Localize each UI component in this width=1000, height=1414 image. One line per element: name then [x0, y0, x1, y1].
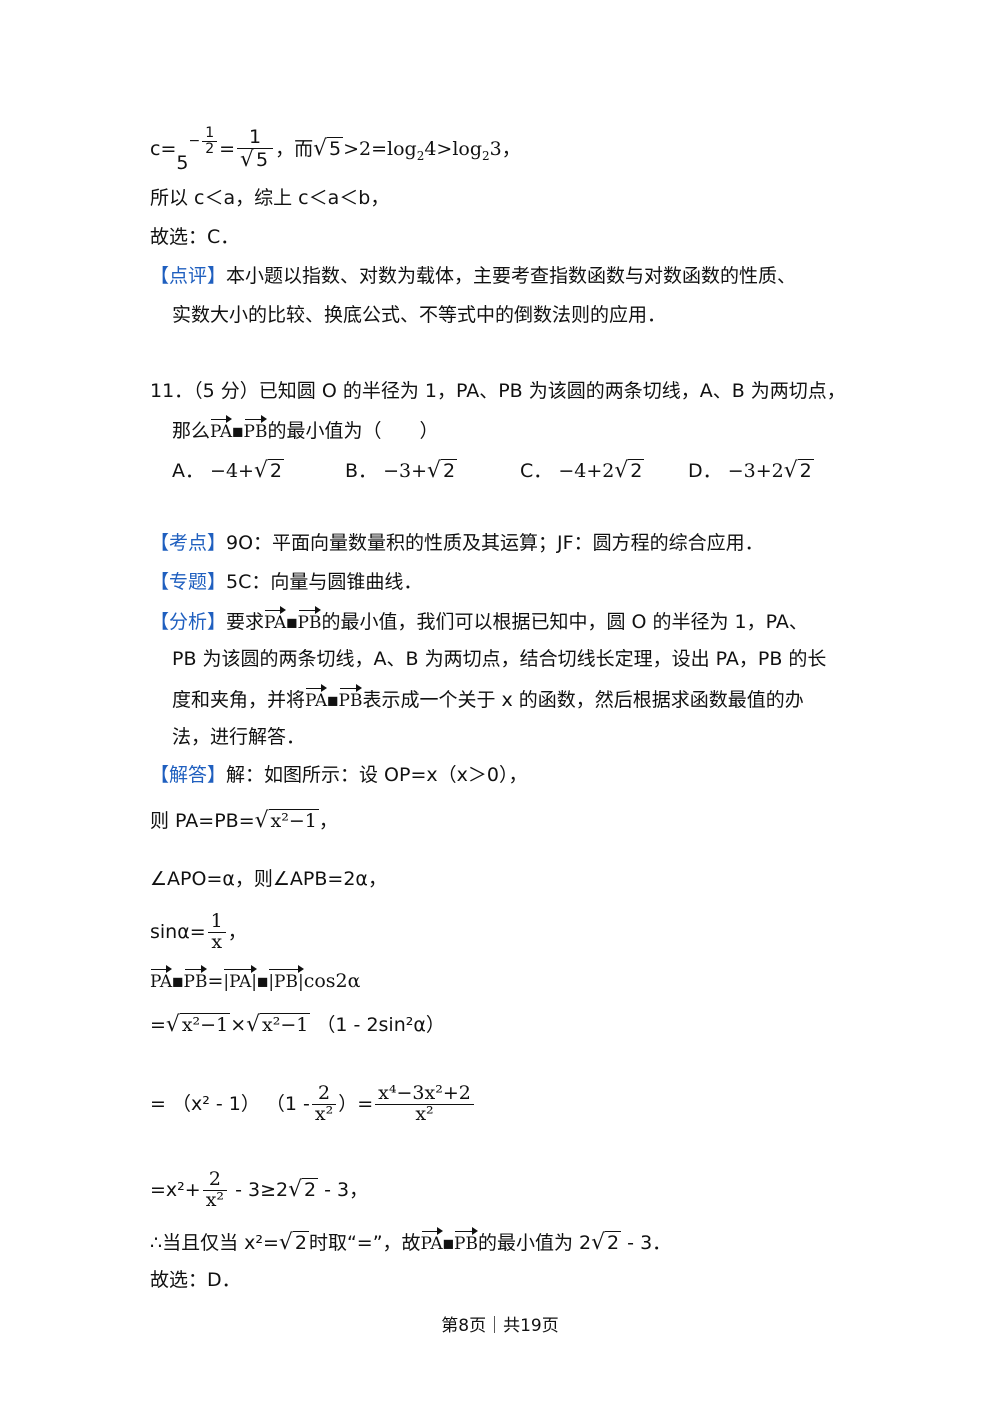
prev-line3: 故选：C．	[150, 226, 240, 248]
kaodian-line: 【考点】9O：平面向量数量积的性质及其运算；JF：圆方程的综合应用．	[150, 532, 764, 554]
option-b[interactable]: B． −3+√2	[345, 458, 458, 483]
zhuanti-tag: 【专题】	[150, 571, 227, 593]
vector-pa: PA	[421, 1226, 443, 1254]
vector-pa: PA	[210, 414, 233, 442]
vector-pb: PB	[339, 683, 362, 711]
abs-vector-pb: |PB|	[268, 964, 305, 992]
fenxi-line1: 【分析】要求PA■PB的最小值，我们可以根据已知中，圆 O 的半径为 1，PA、	[150, 605, 808, 633]
prev-line2: 所以 c＜a，综上 c＜a＜b，	[150, 187, 390, 209]
q11-stem-line1: 11．（5 分）已知圆 O 的半径为 1，PA、PB 为该圆的两条切线，A、B …	[150, 380, 846, 402]
option-c[interactable]: C． −4+2√2	[520, 458, 645, 483]
fenxi-tag: 【分析】	[150, 611, 227, 633]
jieda-line5: PA■PB=|PA|■|PB|cos2α	[150, 964, 361, 992]
abs-vector-pa: |PA|	[223, 964, 257, 992]
fenxi-line3: 度和夹角，并将PA■PB表示成一个关于 x 的函数，然后根据求函数最值的办	[172, 683, 804, 711]
vector-pa: PA	[150, 964, 173, 992]
jieda-tag: 【解答】	[150, 764, 227, 786]
fenxi-line4: 法，进行解答．	[172, 726, 306, 748]
review-tag: 【点评】	[150, 265, 227, 287]
fraction-one-over-root5: 1√5	[237, 127, 274, 172]
vector-pa: PA	[264, 605, 287, 633]
review-line2: 实数大小的比较、换底公式、不等式中的倒数法则的应用．	[172, 304, 667, 326]
vector-pb: PB	[184, 964, 207, 992]
q11-stem-line2: 那么PA■PB的最小值为（ ）	[172, 414, 439, 442]
jieda-line1: 【解答】解：如图所示：设 OP=x（x＞0），	[150, 764, 528, 786]
jieda-line10: 故选：D．	[150, 1269, 241, 1291]
zhuanti-line: 【专题】5C：向量与圆锥曲线．	[150, 571, 423, 593]
review-line1: 【点评】本小题以指数、对数为载体，主要考查指数函数与对数函数的性质、	[150, 265, 797, 287]
kaodian-tag: 【考点】	[150, 532, 227, 554]
jieda-line6: =√x²−1×√x²−1 （1 - 2sin²α）	[150, 1012, 445, 1037]
page-footer: 第8页｜共19页	[441, 1316, 559, 1336]
fenxi-line2: PB 为该圆的两条切线，A、B 为两切点，结合切线长定理，设出 PA，PB 的长	[172, 648, 827, 670]
option-d[interactable]: D． −3+2√2	[688, 458, 814, 483]
vector-pb: PB	[298, 605, 321, 633]
jieda-line2: 则 PA=PB=√x²−1，	[150, 808, 338, 833]
vector-pb: PB	[244, 414, 267, 442]
vector-pa: PA	[305, 683, 328, 711]
vector-pb: PB	[454, 1226, 478, 1254]
base-five: 5	[176, 152, 189, 175]
option-a[interactable]: A． −4+√2	[172, 458, 284, 483]
jieda-line3: ∠APO=α，则∠APB=2α，	[150, 868, 387, 890]
